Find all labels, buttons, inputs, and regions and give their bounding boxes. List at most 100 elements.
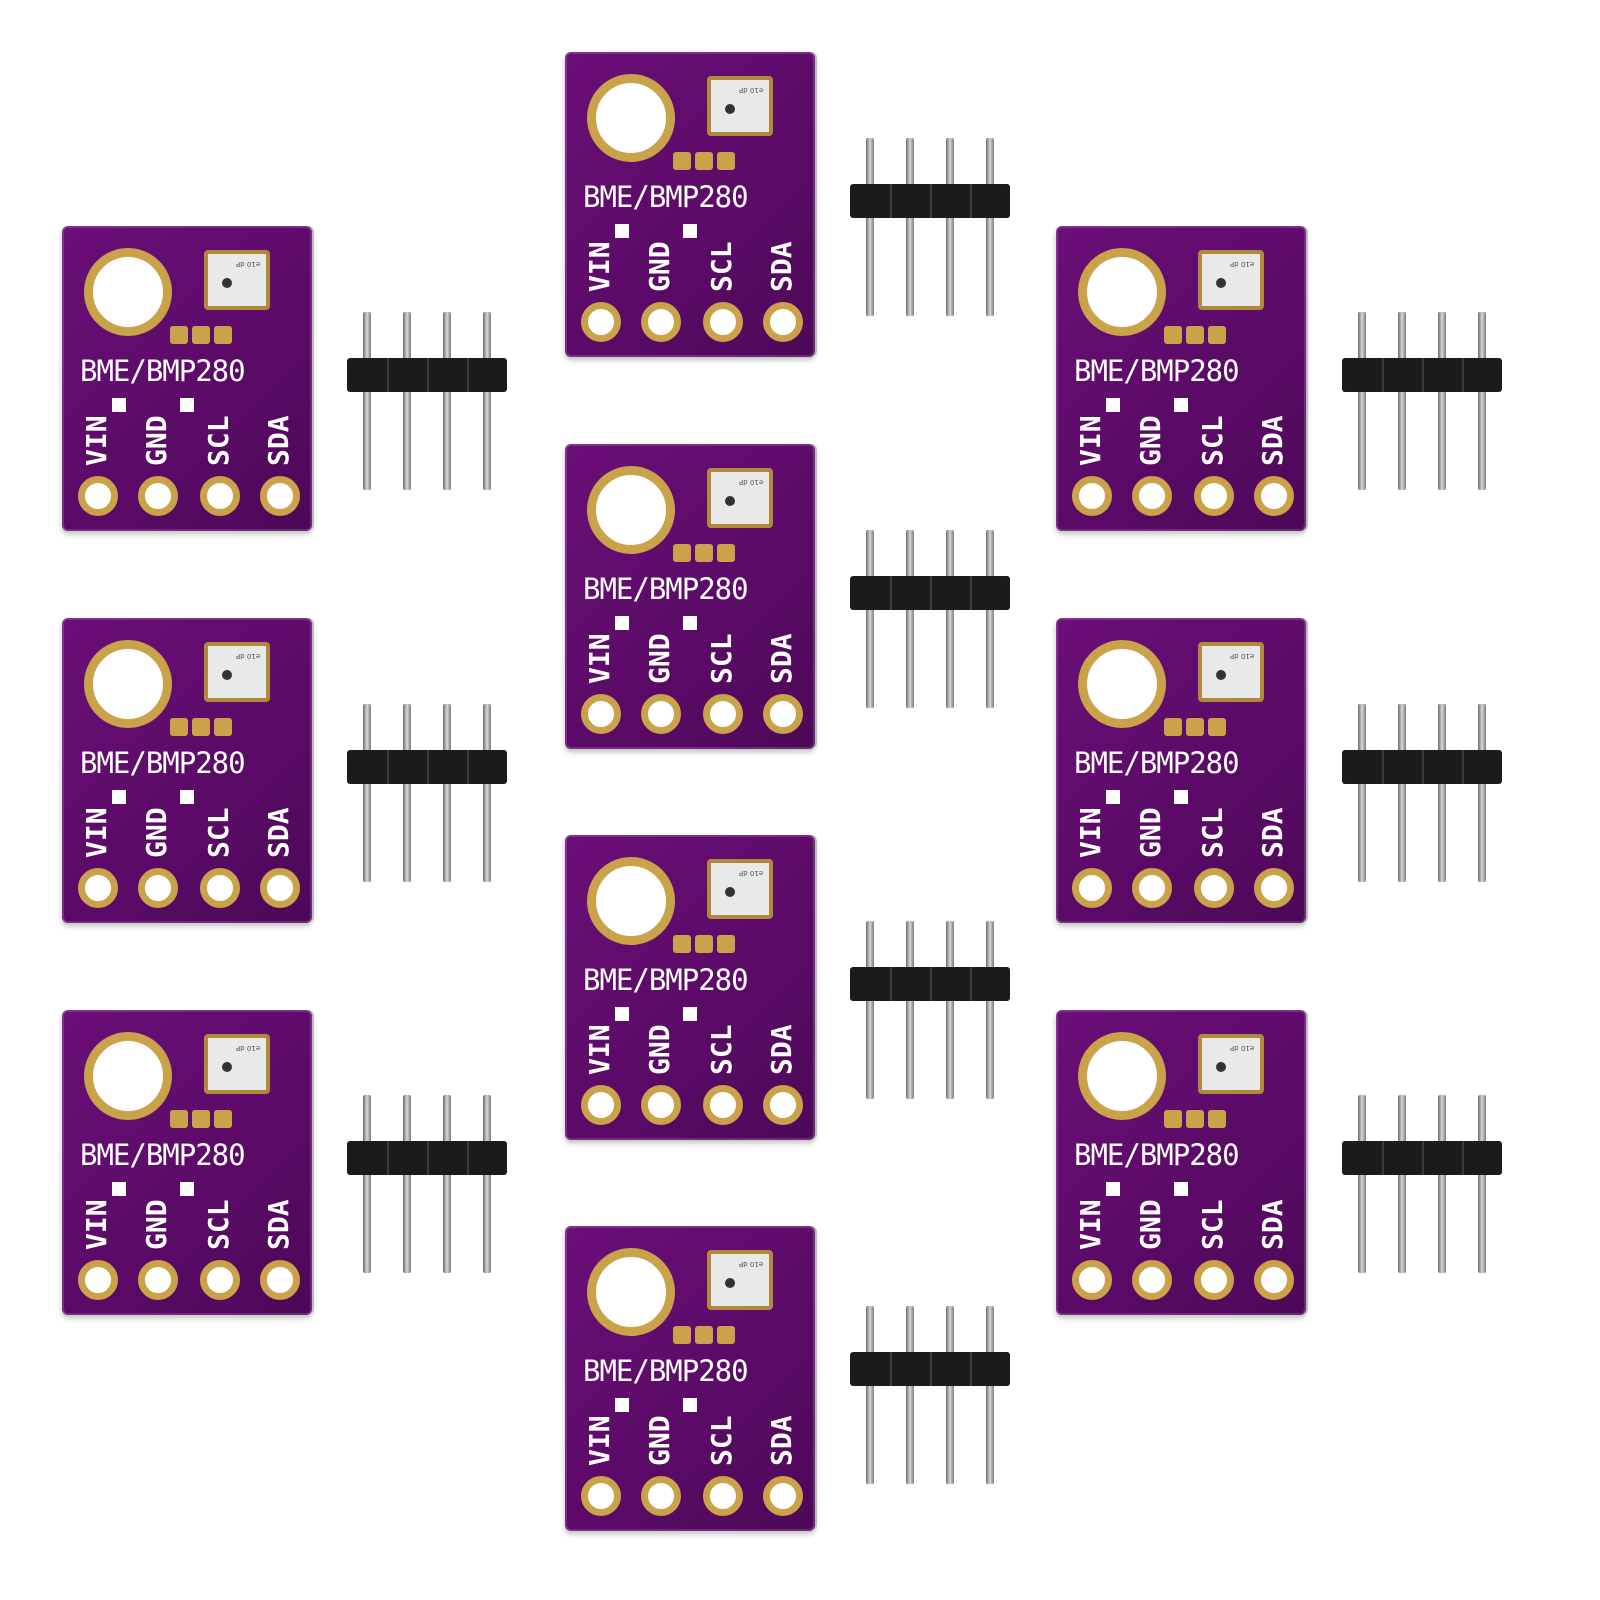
pin-hole: [1194, 476, 1234, 516]
header-pin: [1438, 390, 1446, 490]
pin-hole: [1132, 476, 1172, 516]
pin-label-sda: SDA: [262, 807, 295, 858]
board-label: BME/BMP280: [1074, 354, 1240, 388]
board-label: BME/BMP280: [583, 1354, 749, 1388]
header-pin: [363, 704, 371, 752]
solder-pads: [1164, 326, 1226, 344]
header-pin: [443, 782, 451, 882]
header-pin: [1398, 704, 1406, 752]
pin-label-scl: SCL: [705, 633, 738, 684]
header-plastic: [347, 750, 507, 784]
header-pin: [1358, 704, 1366, 752]
header-pin: [986, 1306, 994, 1354]
solder-pads: [673, 935, 735, 953]
sensor-vent: [725, 104, 735, 114]
header-pin: [906, 530, 914, 578]
solder-pads: [673, 1326, 735, 1344]
header-pin: [1398, 390, 1406, 490]
solder-pads: [1164, 1110, 1226, 1128]
pin-header: [1342, 312, 1502, 492]
pin-hole: [581, 694, 621, 734]
pin-label-scl: SCL: [705, 1415, 738, 1466]
header-pin: [443, 312, 451, 360]
pin-label-sda: SDA: [262, 415, 295, 466]
pin-label-gnd: GND: [1134, 1199, 1167, 1250]
header-pin: [1398, 1173, 1406, 1273]
silkscreen-square: [615, 224, 629, 238]
silkscreen-square: [1106, 790, 1120, 804]
board-label: BME/BMP280: [583, 180, 749, 214]
pin-label-sda: SDA: [1256, 415, 1289, 466]
header-pin: [1358, 390, 1366, 490]
pin-hole: [200, 1260, 240, 1300]
sensor-vent: [725, 887, 735, 897]
pin-label-sda: SDA: [765, 241, 798, 292]
sensor-marking: e10 dP: [236, 260, 261, 268]
header-pin: [1478, 1095, 1486, 1143]
mounting-hole: [84, 248, 172, 336]
header-pin: [906, 921, 914, 969]
sensor-vent: [222, 278, 232, 288]
silkscreen-square: [683, 224, 697, 238]
pin-hole: [138, 476, 178, 516]
pin-hole: [1254, 868, 1294, 908]
pin-label-sda: SDA: [765, 633, 798, 684]
pin-hole: [260, 1260, 300, 1300]
mounting-hole: [84, 640, 172, 728]
sensor-vent: [222, 1062, 232, 1072]
pin-label-sda: SDA: [1256, 1199, 1289, 1250]
pin-label-sda: SDA: [1256, 807, 1289, 858]
header-pin: [866, 608, 874, 708]
mounting-hole: [1078, 640, 1166, 728]
board-label: BME/BMP280: [1074, 746, 1240, 780]
pin-label-scl: SCL: [202, 1199, 235, 1250]
header-pin: [483, 1173, 491, 1273]
solder-pads: [1164, 718, 1226, 736]
pin-hole: [1132, 868, 1172, 908]
header-pin: [946, 999, 954, 1099]
pin-hole: [641, 694, 681, 734]
header-pin: [946, 921, 954, 969]
pin-label-gnd: GND: [643, 633, 676, 684]
pin-hole: [1072, 868, 1112, 908]
pin-label-scl: SCL: [1196, 807, 1229, 858]
header-pin: [443, 1095, 451, 1143]
pin-hole: [641, 1476, 681, 1516]
sensor-chip: e10 dP: [204, 1034, 270, 1094]
pin-hole: [703, 1476, 743, 1516]
header-pin: [443, 1173, 451, 1273]
header-pin: [1358, 782, 1366, 882]
pin-hole: [1194, 1260, 1234, 1300]
pin-label-vin: VIN: [1074, 807, 1107, 858]
sensor-vent: [725, 1278, 735, 1288]
sensor-marking: e10 dP: [236, 1044, 261, 1052]
pin-hole: [703, 1085, 743, 1125]
pin-hole: [581, 302, 621, 342]
silkscreen-square: [683, 1007, 697, 1021]
pin-label-vin: VIN: [1074, 1199, 1107, 1250]
header-pin: [946, 1306, 954, 1354]
silkscreen-square: [112, 1182, 126, 1196]
header-pin: [866, 1306, 874, 1354]
pin-header: [1342, 704, 1502, 884]
header-pin: [443, 704, 451, 752]
pin-hole: [763, 1085, 803, 1125]
header-pin: [1478, 312, 1486, 360]
header-pin: [1358, 1173, 1366, 1273]
header-pin: [986, 530, 994, 578]
header-pin: [946, 1384, 954, 1484]
pin-header: [850, 138, 1010, 318]
sensor-chip: e10 dP: [1198, 250, 1264, 310]
header-pin: [946, 608, 954, 708]
header-pin: [483, 704, 491, 752]
header-pin: [906, 999, 914, 1099]
solder-pads: [170, 326, 232, 344]
silkscreen-square: [615, 1398, 629, 1412]
header-pin: [403, 390, 411, 490]
solder-pads: [170, 718, 232, 736]
header-pin: [363, 312, 371, 360]
header-pin: [403, 312, 411, 360]
pin-hole: [200, 476, 240, 516]
pin-label-gnd: GND: [140, 1199, 173, 1250]
